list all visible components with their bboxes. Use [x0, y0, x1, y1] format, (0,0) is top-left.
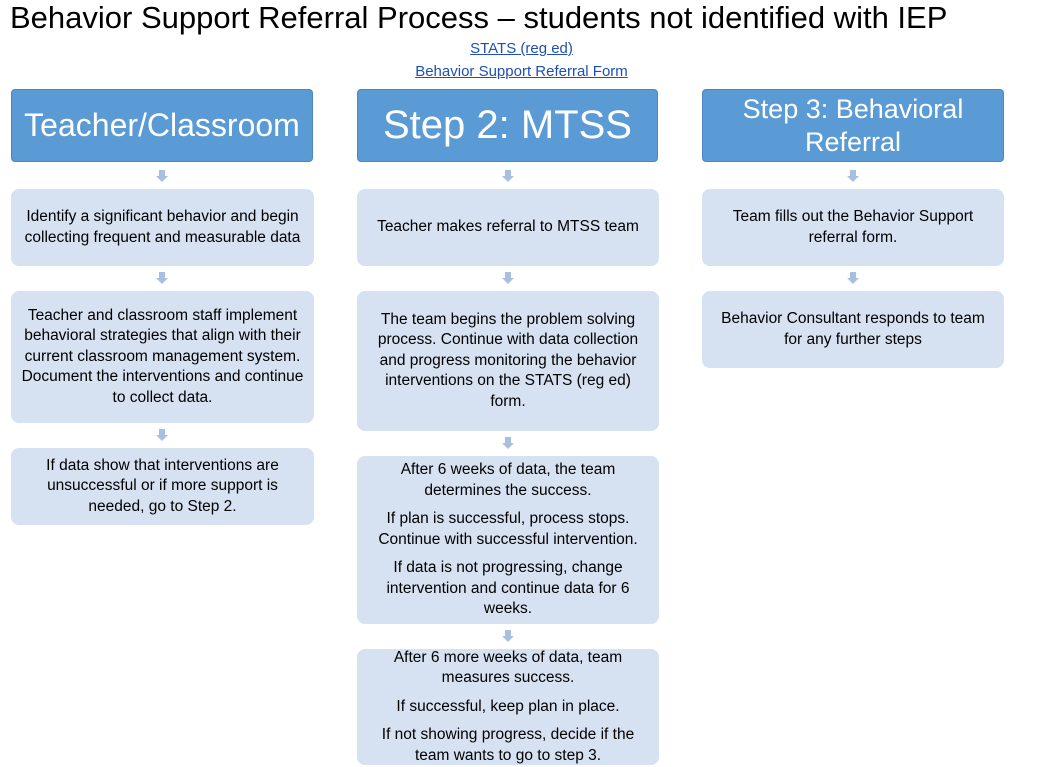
flow-box-problem-solving: The team begins the problem solving proc… — [357, 291, 659, 431]
header-step-3-behavioral-referral: Step 3: Behavioral Referral — [702, 89, 1004, 162]
box-text: If successful, keep plan in place. — [396, 697, 620, 715]
box-text: Teacher makes referral to MTSS team — [377, 218, 639, 236]
flow-box-consultant-responds: Behavior Consultant responds to team for… — [702, 291, 1004, 368]
box-text: If data is not progressing, change inter… — [386, 559, 630, 618]
box-text: After 6 weeks of data, the team determin… — [400, 461, 616, 499]
flow-box-go-to-step-2: If data show that interventions are unsu… — [11, 448, 314, 525]
box-text: The team begins the problem solving proc… — [377, 310, 639, 410]
header-teacher-classroom: Teacher/Classroom — [11, 89, 313, 162]
box-text: If not showing progress, decide if the t… — [381, 726, 635, 764]
header-step-2-mtss: Step 2: MTSS — [357, 89, 658, 162]
flow-box-implement-strategies: Teacher and classroom staff implement be… — [11, 291, 314, 423]
box-text: Identify a significant behavior and begi… — [24, 208, 301, 246]
box-text: Teacher and classroom staff implement be… — [21, 306, 304, 406]
behavior-support-referral-form-link[interactable]: Behavior Support Referral Form — [415, 63, 628, 80]
stats-reg-ed-link[interactable]: STATS (reg ed) — [470, 40, 573, 57]
box-text: Behavior Consultant responds to team for… — [721, 310, 985, 348]
flow-box-six-more-weeks: After 6 more weeks of data, team measure… — [357, 649, 659, 765]
box-text: After 6 more weeks of data, team measure… — [393, 648, 623, 687]
box-text: If data show that interventions are unsu… — [46, 456, 279, 515]
flow-box-fill-referral-form: Team fills out the Behavior Support refe… — [702, 189, 1004, 266]
flow-box-six-weeks: After 6 weeks of data, the team determin… — [357, 456, 659, 624]
flow-box-identify-behavior: Identify a significant behavior and begi… — [11, 189, 314, 266]
box-text: If plan is successful, process stops. Co… — [378, 510, 638, 548]
flow-box-teacher-referral: Teacher makes referral to MTSS team — [357, 189, 659, 266]
box-text: Team fills out the Behavior Support refe… — [732, 208, 974, 246]
page-title: Behavior Support Referral Process – stud… — [10, 0, 948, 35]
